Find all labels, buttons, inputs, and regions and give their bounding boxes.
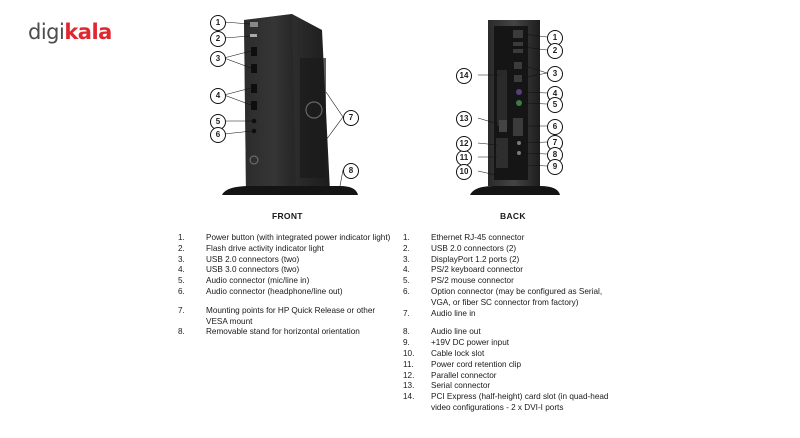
item-text: PCI Express (half-height) card slot (in … <box>431 392 609 412</box>
item-number: 7. <box>403 308 410 318</box>
list-item: 6. Option connector (may be configured as… <box>403 287 623 309</box>
item-text: Ethernet RJ-45 connector <box>431 233 525 242</box>
item-number: 4. <box>178 265 185 275</box>
item-number: 11. <box>403 359 414 369</box>
item-text: Parallel connector <box>431 370 497 380</box>
item-number: 1. <box>178 233 185 242</box>
item-text: Audio connector (mic/line in) <box>206 276 310 286</box>
item-number: 5. <box>403 276 410 286</box>
front-callout-3: 3 <box>210 51 226 67</box>
logo-part-digi: digi <box>28 20 65 44</box>
item-text: Flash drive activity indicator light <box>206 243 324 253</box>
item-text: Option connector (may be configured as S… <box>431 286 603 307</box>
item-text: Serial connector <box>431 381 491 391</box>
front-callout-1: 1 <box>210 15 226 31</box>
item-text: PS/2 mouse connector <box>431 276 514 286</box>
back-callout-5: 5 <box>547 97 563 113</box>
item-text: USB 2.0 connectors (2) <box>431 243 517 253</box>
item-number: 12. <box>403 370 415 380</box>
back-callout-13: 13 <box>456 111 472 127</box>
list-item: 3. USB 2.0 connectors (two) <box>178 255 394 266</box>
item-text: USB 2.0 connectors (two) <box>206 254 300 264</box>
item-number: 9. <box>403 338 410 348</box>
back-callout-2: 2 <box>547 43 563 59</box>
list-item: 1. Ethernet RJ-45 connector <box>403 233 623 244</box>
list-item: 10. Cable lock slot <box>403 349 623 360</box>
front-callout-4: 4 <box>210 88 226 104</box>
item-number: 7. <box>178 305 185 315</box>
item-text: USB 3.0 connectors (two) <box>206 265 300 275</box>
list-item: 2. USB 2.0 connectors (2) <box>403 244 623 255</box>
item-number: 2. <box>178 243 185 253</box>
back-callout-3: 3 <box>547 66 563 82</box>
item-text: Power cord retention clip <box>431 359 522 369</box>
item-text: DisplayPort 1.2 ports (2) <box>431 254 520 264</box>
item-number: 4. <box>403 265 410 275</box>
item-number: 3. <box>403 254 410 264</box>
list-item: 9. +19V DC power input <box>403 338 623 349</box>
item-text: +19V DC power input <box>431 338 510 348</box>
front-callout-6: 6 <box>210 127 226 143</box>
item-number: 6. <box>178 286 185 296</box>
item-number: 14. <box>403 392 415 402</box>
list-item: 3. DisplayPort 1.2 ports (2) <box>403 255 623 266</box>
list-item: 2. Flash drive activity indicator light <box>178 244 394 255</box>
item-number: 5. <box>178 276 185 286</box>
item-number: 13. <box>403 381 415 391</box>
list-item: 13. Serial connector <box>403 381 623 392</box>
back-section-title: BACK <box>500 211 526 221</box>
item-number: 8. <box>403 327 410 337</box>
item-text: PS/2 keyboard connector <box>431 265 523 275</box>
list-item: 7. Mounting points for HP Quick Release o… <box>178 306 394 328</box>
item-text: Removable stand for horizontal orientati… <box>206 327 360 337</box>
back-callout-10: 10 <box>456 164 472 180</box>
back-chassis <box>488 20 540 186</box>
list-item: 4. PS/2 keyboard connector <box>403 265 623 276</box>
item-text: Cable lock slot <box>431 348 485 358</box>
back-stand <box>470 186 560 195</box>
item-text: Audio line out <box>431 327 481 337</box>
item-number: 2. <box>403 243 410 253</box>
item-text: Audio line in <box>431 308 476 318</box>
front-callout-7: 7 <box>343 110 359 126</box>
back-callout-12: 12 <box>456 136 472 152</box>
item-number: 10. <box>403 348 415 358</box>
front-components-list: 1. Power button (with integrated power in… <box>178 233 394 338</box>
back-callout-9: 9 <box>547 159 563 175</box>
list-item: 12. Parallel connector <box>403 371 623 382</box>
logo-part-kala: kala <box>64 20 112 44</box>
list-item: 4. USB 3.0 connectors (two) <box>178 265 394 276</box>
list-item: 11. Power cord retention clip <box>403 360 623 371</box>
item-number: 3. <box>178 254 185 264</box>
back-callout-6: 6 <box>547 119 563 135</box>
item-number: 1. <box>403 233 410 242</box>
item-number: 8. <box>178 327 185 337</box>
back-callout-14: 14 <box>456 68 472 84</box>
list-item: 6. Audio connector (headphone/line out) <box>178 287 394 298</box>
list-item: 7. Audio line in <box>403 309 623 320</box>
front-stand <box>222 186 358 195</box>
list-item: 14. PCI Express (half-height) card slot (… <box>403 392 623 414</box>
list-item: 1. Power button (with integrated power in… <box>178 233 394 244</box>
item-text: Mounting points for HP Quick Release or … <box>206 305 376 326</box>
list-item: 5. Audio connector (mic/line in) <box>178 276 394 287</box>
front-callout-8: 8 <box>343 163 359 179</box>
back-components-list: 1. Ethernet RJ-45 connector 2. USB 2.0 con… <box>403 233 623 414</box>
list-item: 5. PS/2 mouse connector <box>403 276 623 287</box>
front-section-title: FRONT <box>272 211 303 221</box>
front-chassis <box>244 14 330 192</box>
digikala-logo[interactable]: digikala <box>28 20 112 44</box>
item-text: Audio connector (headphone/line out) <box>206 286 343 296</box>
list-item: 8. Audio line out <box>403 327 623 338</box>
item-text: Power button (with integrated power indi… <box>206 233 391 242</box>
front-callout-2: 2 <box>210 31 226 47</box>
item-number: 6. <box>403 286 410 296</box>
list-item: 8. Removable stand for horizontal orienta… <box>178 327 394 338</box>
